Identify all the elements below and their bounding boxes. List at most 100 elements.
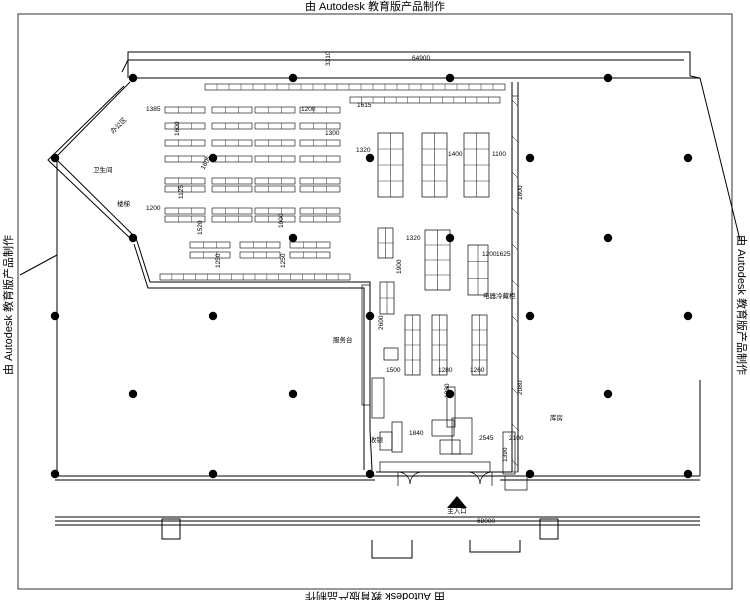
fridge-tick <box>511 99 519 107</box>
column-dot-icon <box>365 311 375 321</box>
shelf-unit <box>299 177 341 185</box>
shelf-unit <box>211 207 253 215</box>
fridge-tick <box>511 351 519 359</box>
shelf-outline <box>189 241 231 249</box>
office-label: 办公区 <box>108 115 129 136</box>
island-display <box>431 314 448 376</box>
column-dot-icon <box>603 233 613 243</box>
stamp-top: 由 Autodesk 教育版产品制作 <box>305 0 445 13</box>
entrance-doors <box>397 471 493 486</box>
island-display <box>377 227 394 259</box>
shelf-outline <box>164 106 206 114</box>
stair-label: 楼梯 <box>117 199 131 208</box>
shelf-unit <box>299 106 341 114</box>
svg-text:1390: 1390 <box>502 447 509 462</box>
svg-text:1625: 1625 <box>496 251 511 258</box>
counter <box>383 347 399 361</box>
column-dot-icon <box>445 233 455 243</box>
shelf-outline <box>289 241 331 249</box>
shelf-unit <box>254 155 296 163</box>
entrance-arrow-icon <box>447 496 467 508</box>
column-dot-icon <box>208 311 218 321</box>
service-desk-label: 服务台 <box>333 335 353 344</box>
shelf-outline <box>349 96 501 104</box>
column-dot-icon <box>683 469 693 479</box>
svg-text:1250: 1250 <box>215 253 222 268</box>
shelf-unit <box>164 106 206 114</box>
shelf-outline <box>164 207 206 215</box>
shelf-unit <box>289 241 331 249</box>
svg-text:1500: 1500 <box>386 367 401 374</box>
fridge-tick <box>511 207 519 215</box>
svg-text:1260: 1260 <box>470 367 485 374</box>
column-dot-icon <box>365 153 375 163</box>
storage-label: 库房 <box>550 413 563 422</box>
svg-text:1320: 1320 <box>406 235 421 242</box>
svg-text:1000: 1000 <box>278 213 285 228</box>
shelf-unit <box>299 207 341 215</box>
column-dot-icon <box>208 469 218 479</box>
dimension-labels: 64900 3310 1385 1200 1615 1300 1320 1600… <box>146 51 524 525</box>
shelf-outline <box>211 155 253 163</box>
svg-text:1280: 1280 <box>438 367 453 374</box>
column-dot-icon <box>683 153 693 163</box>
island-display <box>421 132 448 198</box>
column-dot-icon <box>445 73 455 83</box>
stamp-right: 由 Autodesk 教育版产品制作 <box>735 235 749 375</box>
shelf-outline <box>299 177 341 185</box>
shelf-outline <box>211 122 253 130</box>
svg-text:1385: 1385 <box>146 106 161 113</box>
column-dot-icon <box>288 73 298 83</box>
island-display <box>377 132 404 198</box>
shelf-outline <box>211 185 253 193</box>
island-display <box>471 314 488 376</box>
island-display <box>467 244 489 296</box>
svg-text:1300: 1300 <box>325 130 340 137</box>
svg-text:1250: 1250 <box>280 253 287 268</box>
fridge-tick <box>511 387 519 395</box>
column-dot-icon <box>525 153 535 163</box>
column-dot-icon <box>525 311 535 321</box>
shelf-outline <box>164 122 206 130</box>
column-dot-icon <box>603 389 613 399</box>
shelf-outline <box>254 185 296 193</box>
shelf-unit <box>164 177 206 185</box>
shelf-unit <box>211 139 253 147</box>
svg-text:1200: 1200 <box>146 205 161 212</box>
shelf-unit <box>164 139 206 147</box>
shelf-outline <box>299 185 341 193</box>
svg-text:1830: 1830 <box>444 383 451 398</box>
svg-text:64900: 64900 <box>412 55 430 62</box>
svg-text:1600: 1600 <box>174 121 181 136</box>
shelf-outline <box>211 177 253 185</box>
column-dot-icon <box>128 73 138 83</box>
shelf-outline <box>211 139 253 147</box>
entrance-label: 主入口 <box>447 506 467 515</box>
shelf-unit <box>189 241 231 249</box>
shelf-unit <box>164 215 206 223</box>
shelf-unit <box>254 139 296 147</box>
shelf-unit <box>239 251 281 259</box>
svg-text:2600: 2600 <box>378 315 385 330</box>
shelf-outline <box>254 122 296 130</box>
shelf-outline <box>254 177 296 185</box>
shelf-outline <box>164 155 206 163</box>
column-dot-icon <box>128 389 138 399</box>
shelf-outline <box>299 122 341 130</box>
shelf-outline <box>164 215 206 223</box>
shelf-outline <box>211 207 253 215</box>
fridge-tick <box>511 279 519 287</box>
shelf-unit <box>254 185 296 193</box>
fridge-tick <box>511 315 519 323</box>
stamp-bottom: 由 Autodesk 教育版产品制作 <box>305 590 445 600</box>
cashier-area <box>379 417 528 491</box>
shelf-unit <box>164 155 206 163</box>
shelf-unit <box>164 185 206 193</box>
shelf-unit <box>164 122 206 130</box>
column-dot-icon <box>525 469 535 479</box>
column-dot-icon <box>50 153 60 163</box>
shelf-unit <box>299 185 341 193</box>
shelf-unit <box>211 185 253 193</box>
column-dot-icon <box>208 153 218 163</box>
